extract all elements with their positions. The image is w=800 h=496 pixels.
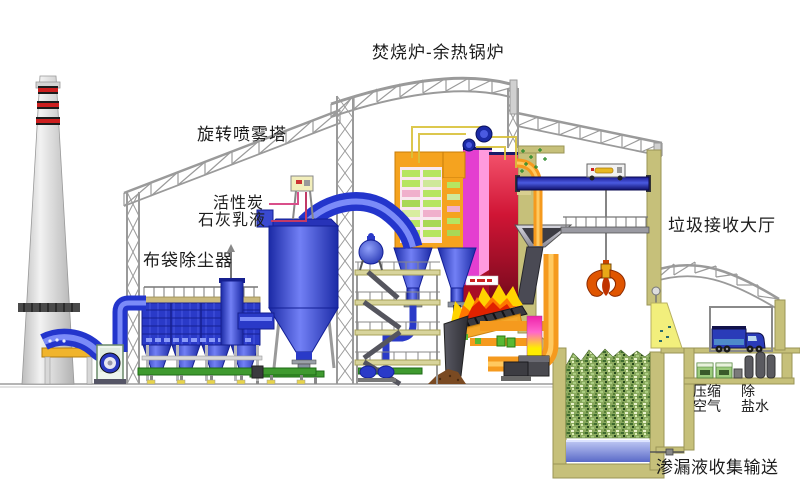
- bag-filter: [137, 244, 317, 385]
- stair-tower: [354, 233, 441, 387]
- ash-conveyor: [137, 367, 317, 376]
- lime-slurry-label: 石灰乳液: [198, 212, 267, 229]
- crane-girder: [516, 176, 650, 191]
- dust-specks: [520, 148, 547, 173]
- compressed-air-label: 压缩 空气: [693, 383, 721, 414]
- demin-water-tanks: [733, 351, 776, 379]
- steam-piping: [411, 126, 517, 168]
- demineralized-water-label: 除 盐水: [741, 383, 769, 414]
- receiving-hall: [650, 286, 776, 456]
- rotary-spray-tower-label: 旋转喷雾塔: [197, 125, 287, 144]
- slag-chute: [526, 315, 543, 363]
- grab-bucket: [586, 260, 626, 297]
- activated-carbon-label: 活性炭: [213, 195, 265, 212]
- bag-filter-label: 布袋除尘器: [143, 251, 233, 270]
- leachate-collection-label: 渗漏液收集输送: [656, 458, 779, 477]
- seal-pot: [358, 239, 384, 265]
- chimney-walkway: [18, 303, 80, 312]
- waste-receiving-hall-label: 垃圾接收大厅: [668, 216, 776, 235]
- garbage-truck: [711, 326, 766, 353]
- rotary-valve: [359, 365, 377, 379]
- receiving-hall-roof-truss: [652, 261, 780, 311]
- air-compressors: [696, 362, 733, 379]
- rotary-atomizer: [290, 175, 314, 220]
- crane-trolley: [586, 163, 626, 181]
- hall-door-frame: [709, 306, 773, 352]
- activated-carbon-line: [269, 192, 299, 205]
- grab-crane: [515, 163, 651, 297]
- leachate-water: [566, 440, 650, 462]
- incinerator-boiler-label: 焚烧炉-余热锅炉: [372, 43, 505, 62]
- boiler-house-roof-truss: [330, 76, 519, 149]
- garbage-pile: [565, 348, 651, 439]
- tipping-chute: [650, 302, 683, 349]
- economizer-hopper: [393, 247, 433, 289]
- spray-tower-vessel: [268, 225, 339, 309]
- garbage-pit: [565, 348, 651, 462]
- ash-discharger: [443, 315, 469, 377]
- gate-pivot: [651, 286, 661, 296]
- chimney: [18, 75, 80, 385]
- pit-walkway: [560, 216, 650, 234]
- lime-slurry-line: [271, 192, 307, 222]
- feed-chute: [516, 246, 544, 305]
- bunker-and-hall-walls: [517, 145, 800, 479]
- flue-gas-hall-structure: [123, 95, 354, 385]
- ground-line: [0, 383, 556, 388]
- leachate-pipe: [650, 448, 684, 456]
- induced-draft-fan-group: [40, 295, 146, 385]
